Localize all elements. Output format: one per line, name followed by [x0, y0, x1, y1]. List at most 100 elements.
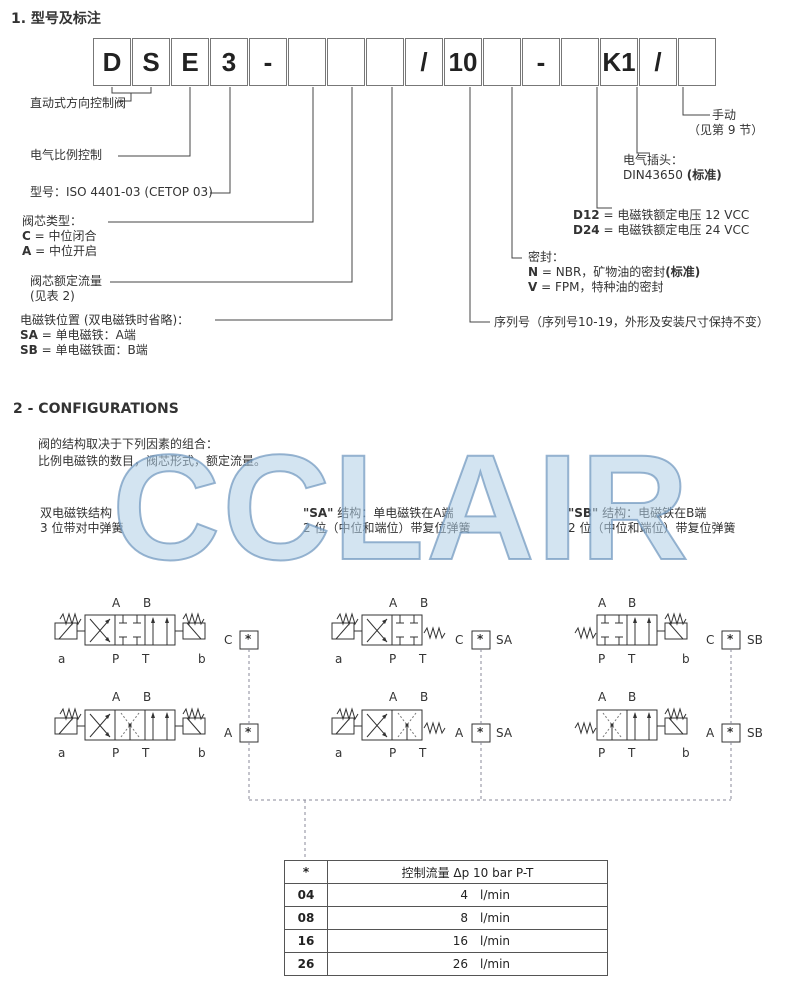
code-cell: 3 — [210, 38, 248, 86]
port-t: T — [419, 652, 427, 666]
spool-code-c: C — [224, 633, 233, 647]
config-sa-line1: "SA" 结构：单电磁铁在A端 — [303, 506, 470, 521]
spool-code-a: A — [455, 726, 464, 740]
row-unit: l/min — [480, 952, 608, 976]
plug-din: DIN43650 — [623, 168, 683, 182]
solenoid-b: b — [198, 652, 206, 666]
port-p: P — [598, 652, 606, 666]
config-sa-text: 结构：单电磁铁在A端 — [333, 506, 454, 520]
label-direct-valve: 直动式方向控制阀 — [30, 96, 127, 110]
section-title-configurations: 2 - CONFIGURATIONS — [13, 401, 179, 417]
solenoid-a: a — [58, 746, 66, 760]
code-cell — [366, 38, 404, 86]
seal-n-standard: (标准) — [665, 265, 701, 279]
seal-n-line: N = NBR，矿物油的密封(标准) — [528, 265, 700, 280]
sb-key: SB — [20, 343, 38, 357]
label-voltage: D12 = 电磁铁额定电压 12 VCC D24 = 电磁铁额定电压 24 VC… — [573, 208, 749, 238]
flow-table: * 控制流量 Δp 10 bar P-T 04 4 l/min 08 8 l/m… — [284, 860, 608, 976]
port-a: A — [598, 690, 607, 704]
spool-code-a: A — [224, 726, 233, 740]
config-sa-line2: 2 位（中位和端位）带复位弹簧 — [303, 521, 471, 535]
table-header-title: 控制流量 Δp 10 bar P-T — [327, 860, 608, 884]
port-t: T — [628, 746, 636, 760]
code-cell — [483, 38, 521, 86]
label-plug: 电气插头： DIN43650 (标准) — [623, 153, 722, 183]
seal-n-text: = NBR，矿物油的密封 — [538, 265, 666, 279]
spool-c-key: C — [22, 229, 31, 243]
sa-key: SA — [20, 328, 38, 342]
d24-line: D24 = 电磁铁额定电压 24 VCC — [573, 223, 749, 238]
sa-text: = 单电磁铁：A端 — [37, 328, 136, 342]
row-code: 26 — [284, 952, 328, 976]
section-title-model: 1. 型号及标注 — [11, 11, 101, 27]
rated-flow-ref: (见表 2) — [30, 289, 75, 303]
spool-a-text: = 中位开启 — [31, 244, 97, 258]
rated-flow-heading: 阀芯额定流量 — [30, 274, 103, 288]
star-marker: * — [477, 725, 484, 739]
seal-v-key: V — [528, 280, 538, 294]
port-a: A — [598, 596, 607, 610]
spool-type-heading: 阀芯类型： — [22, 214, 83, 228]
config-sb-line1: "SB" 结构：电磁铁在B端 — [568, 506, 735, 521]
label-seal: 密封： N = NBR，矿物油的密封(标准) V = FPM，特种油的密封 — [528, 250, 700, 295]
seal-heading: 密封： — [528, 250, 565, 264]
table-row: 16 16 l/min — [284, 929, 608, 953]
label-solenoid-position: 电磁铁位置 (双电磁铁时省略)： SA = 单电磁铁：A端 SB = 单电磁铁面… — [20, 313, 189, 358]
port-b: B — [420, 596, 429, 610]
code-cell — [327, 38, 365, 86]
port-p: P — [389, 652, 397, 666]
label-proportional: 电气比例控制 — [30, 148, 103, 162]
row-code: 08 — [284, 906, 328, 930]
code-cell: D — [93, 38, 131, 86]
seal-v-text: = FPM，特种油的密封 — [537, 280, 664, 294]
star-marker: * — [245, 725, 252, 739]
port-p: P — [389, 746, 397, 760]
code-cell: - — [522, 38, 560, 86]
sb-line: SB = 单电磁铁面：B端 — [20, 343, 189, 358]
config-sa: "SA" 结构：单电磁铁在A端 2 位（中位和端位）带复位弹簧 — [303, 506, 470, 536]
d12-key: D12 — [573, 208, 600, 222]
spool-code-a: A — [706, 726, 715, 740]
code-cell: / — [405, 38, 443, 86]
code-cell: / — [639, 38, 677, 86]
config-double-solenoid: 双电磁铁结构 3 位带对中弹簧 — [40, 506, 123, 536]
solenoid-pos-heading: 电磁铁位置 (双电磁铁时省略)： — [20, 313, 190, 327]
config-double-line1: 双电磁铁结构 — [40, 506, 113, 520]
row-value: 4 — [327, 883, 480, 907]
spool-c-line: C = 中位闭合 — [22, 229, 97, 244]
port-a: A — [112, 690, 121, 704]
row-unit: l/min — [480, 929, 608, 953]
config-sb: "SB" 结构：电磁铁在B端 2 位（中位和端位）带复位弹簧 — [568, 506, 735, 536]
port-p: P — [112, 652, 120, 666]
label-manual-ref: （见第 9 节） — [688, 123, 764, 137]
port-t: T — [142, 746, 150, 760]
star-marker: * — [727, 725, 734, 739]
config-sb-text: 结构：电磁铁在B端 — [598, 506, 707, 520]
sa-line: SA = 单电磁铁：A端 — [20, 328, 189, 343]
spool-code-c: C — [706, 633, 715, 647]
port-b: B — [420, 690, 429, 704]
port-a: A — [112, 596, 121, 610]
code-cell: - — [249, 38, 287, 86]
config-code-sa: SA — [496, 633, 513, 647]
star-marker: * — [245, 632, 252, 646]
port-a: A — [389, 596, 398, 610]
d12-text: = 电磁铁额定电压 12 VCC — [599, 208, 750, 222]
port-p: P — [598, 746, 606, 760]
row-code: 04 — [284, 883, 328, 907]
code-cell — [288, 38, 326, 86]
model-code-row: D S E 3 - / 10 - K1 / — [93, 38, 717, 86]
d12-line: D12 = 电磁铁额定电压 12 VCC — [573, 208, 749, 223]
table-row: 08 8 l/min — [284, 906, 608, 930]
seal-n-key: N — [528, 265, 539, 279]
code-cell: K1 — [600, 38, 638, 86]
seal-v-line: V = FPM，特种油的密封 — [528, 280, 700, 295]
code-cell: S — [132, 38, 170, 86]
leader-lines — [108, 87, 710, 323]
code-cell: E — [171, 38, 209, 86]
config-code-sa: SA — [496, 726, 513, 740]
label-serial: 序列号（序列号10-19，外形及安装尺寸保持不变） — [494, 315, 769, 329]
code-cell: 10 — [444, 38, 482, 86]
spool-c-text: = 中位闭合 — [30, 229, 97, 243]
